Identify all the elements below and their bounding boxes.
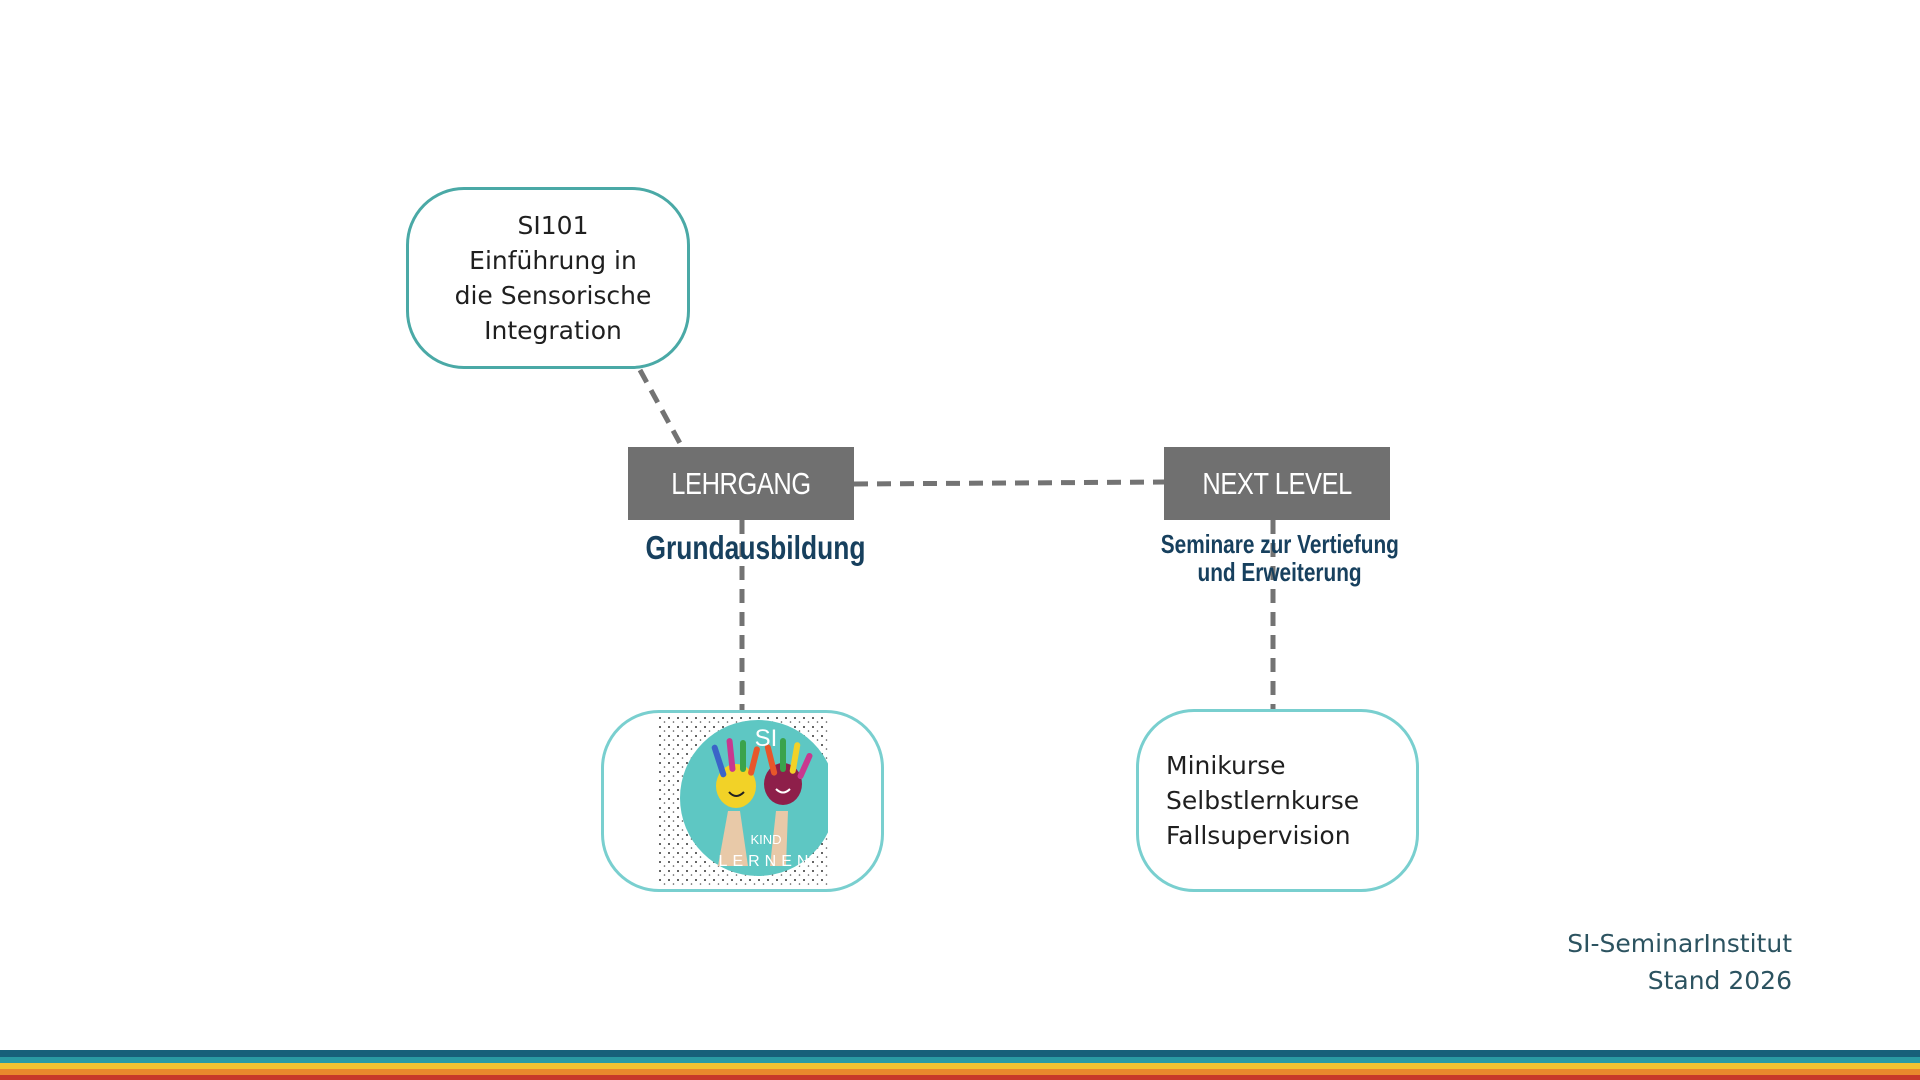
footer-date: Stand 2026	[1647, 966, 1792, 995]
lehrgang-label: LEHRGANG	[671, 465, 811, 501]
painted-hands-icon	[711, 738, 812, 866]
stripe-orange	[0, 1069, 1920, 1075]
connector-lehrgang-next-level	[853, 479, 1165, 487]
next-level-subtitle-line-1: Seminare zur Vertiefung	[1160, 529, 1400, 559]
lehrgang-subtitle-block: Grundausbildung	[600, 527, 910, 569]
next-level-label: NEXT LEVEL	[1202, 465, 1352, 501]
offer-item-fallsupervision: Fallsupervision	[1166, 821, 1351, 850]
stripe-teal	[0, 1057, 1920, 1063]
stripe-yellow	[0, 1063, 1920, 1069]
si-kind-lernen-logo-image: SI KIND LERNEN	[657, 716, 828, 886]
logo-text-lernen: LERNEN	[718, 853, 813, 870]
next-level-offers-bubble: Minikurse Selbstlernkurse Fallsupervisio…	[1136, 709, 1419, 892]
next-level-subtitle-block: Seminare zur Vertiefung und Erweiterung	[1120, 530, 1440, 586]
si101-line-1: SI101	[517, 211, 589, 240]
rainbow-stripe-band	[0, 1050, 1920, 1080]
si101-line-3: die Sensorische	[454, 281, 652, 310]
stripe-red	[0, 1075, 1920, 1080]
si-kind-lernen-logo-bubble: SI KIND LERNEN	[601, 710, 884, 892]
stripe-teal-dark	[0, 1050, 1920, 1057]
si101-course-bubble: SI101 Einführung in die Sensorische Inte…	[406, 187, 690, 369]
offer-item-minikurse: Minikurse	[1166, 751, 1286, 780]
logo-text-si: SI	[754, 725, 777, 752]
footer-organization: SI-SeminarInstitut	[1567, 929, 1792, 958]
offer-item-selbstlernkurse: Selbstlernkurse	[1166, 786, 1360, 815]
lehrgang-subtitle: Grundausbildung	[644, 529, 865, 566]
si101-line-4: Integration	[484, 316, 622, 345]
next-level-subtitle-line-2: und Erweiterung	[1197, 557, 1363, 587]
footer-note: SI-SeminarInstitut Stand 2026	[1567, 925, 1792, 999]
connector-si101-lehrgang	[637, 368, 685, 449]
logo-text-kind: KIND	[750, 832, 781, 847]
lehrgang-label-box: LEHRGANG	[628, 447, 854, 520]
next-level-label-box: NEXT LEVEL	[1164, 447, 1390, 520]
si101-line-2: Einführung in	[469, 246, 637, 275]
